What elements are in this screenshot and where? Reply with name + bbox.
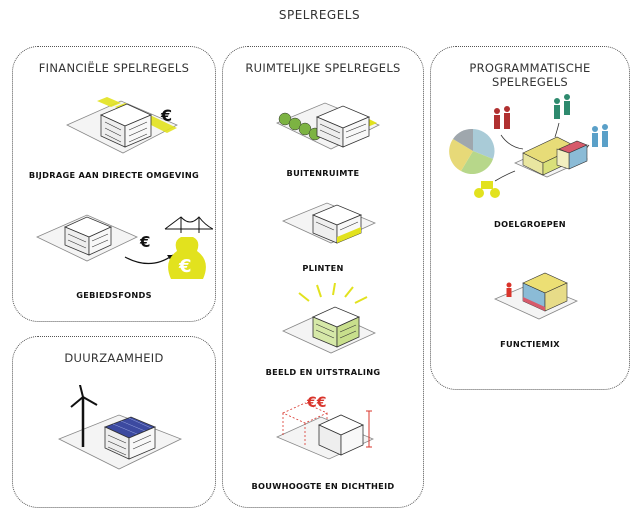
panel-programmatic: PROGRAMMATISCHE SPELREGELS DOELGROE	[430, 46, 630, 390]
spatial-item-label-3: BOUWHOOGTE EN DICHTHEID	[251, 481, 395, 491]
spatial-item-label-0: BUITENRUIMTE	[286, 168, 360, 178]
person-red-icon	[506, 282, 512, 297]
sustainability-illustration	[58, 385, 183, 470]
euro-icon: €	[139, 233, 150, 251]
page-title: SPELREGELS	[278, 8, 361, 22]
bridge-icon	[164, 216, 213, 233]
money-bag-icon: €	[168, 237, 206, 279]
outdoor-space-illustration	[276, 102, 380, 150]
panel-spatial: RUIMTELIJKE SPELREGELS BUITENRUIMTE PLIN…	[222, 46, 424, 508]
spatial-item-label-2: BEELD EN UITSTRALING	[265, 367, 381, 377]
panel-financial-title: FINANCIËLE SPELREGELS	[38, 61, 190, 75]
panel-sustainability-title: DUURZAAMHEID	[64, 351, 164, 365]
plinths-illustration	[281, 202, 377, 244]
spatial-item-label-1: PLINTEN	[302, 263, 344, 273]
financial-item-label-0: BIJDRAGE AAN DIRECTE OMGEVING	[28, 170, 200, 180]
people-icon	[474, 94, 608, 198]
programmatic-item-label-1: FUNCTIEMIX	[500, 339, 560, 349]
wind-turbine-icon	[70, 385, 98, 447]
function-mix-illustration	[494, 272, 578, 320]
panel-programmatic-title: PROGRAMMATISCHE SPELREGELS	[469, 61, 591, 89]
contribution-illustration: €	[66, 97, 178, 154]
panel-spatial-title: RUIMTELIJKE SPELREGELS	[245, 61, 401, 75]
area-fund-illustration: € €	[36, 214, 213, 279]
image-appearance-illustration	[282, 283, 376, 354]
euro-pair-icon: €€	[306, 395, 326, 411]
panel-sustainability: DUURZAAMHEID	[12, 336, 216, 508]
height-density-illustration: €€	[276, 395, 374, 460]
svg-text:€: €	[178, 256, 192, 277]
financial-item-label-1: GEBIEDSFONDS	[76, 290, 152, 300]
panel-financial: FINANCIËLE SPELREGELS € BIJDRAGE AAN DIR…	[12, 46, 216, 322]
euro-icon: €	[160, 106, 172, 125]
pie-icon	[449, 128, 495, 175]
programmatic-item-label-0: DOELGROEPEN	[494, 219, 566, 229]
target-groups-illustration	[449, 94, 608, 198]
